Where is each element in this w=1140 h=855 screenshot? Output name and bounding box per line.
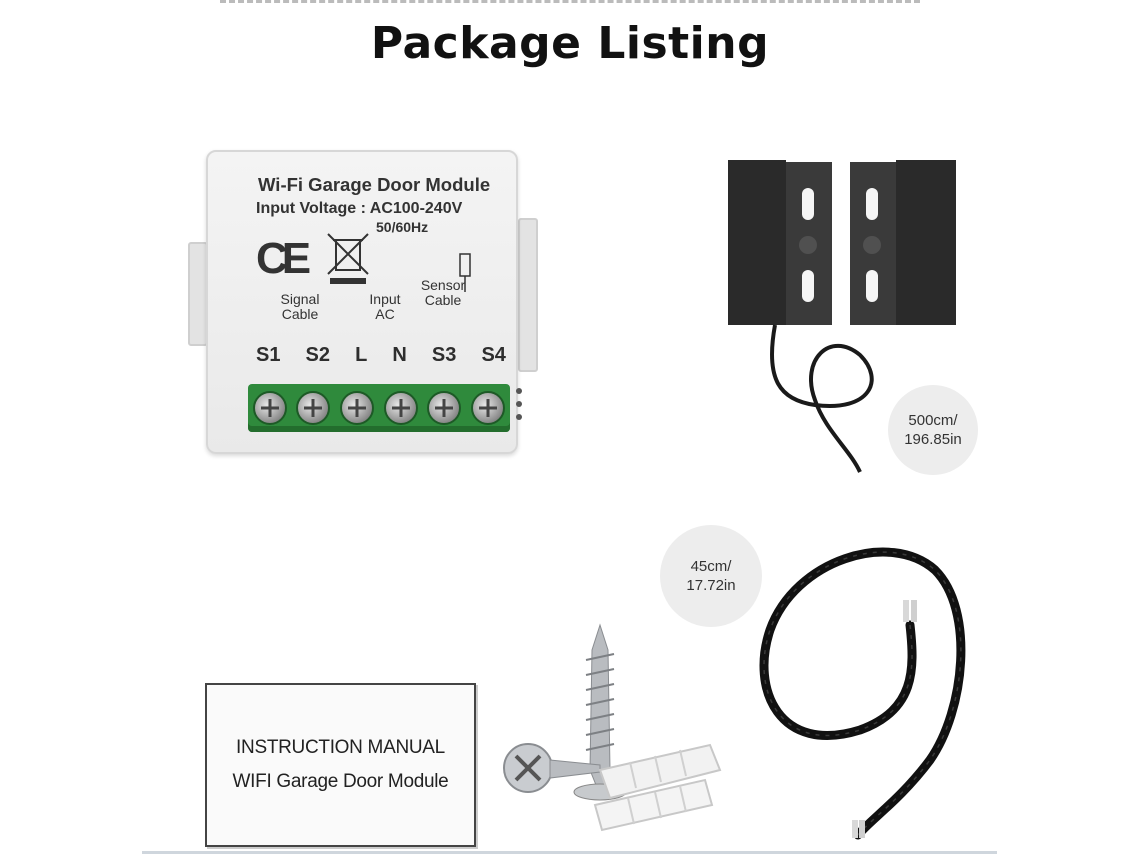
terminal-label: L bbox=[355, 344, 368, 366]
terminal-screw bbox=[340, 391, 375, 425]
reed-switch-icon bbox=[459, 253, 471, 292]
screw-icon bbox=[503, 743, 601, 793]
module-mounting-tab-right bbox=[518, 218, 538, 372]
terminal-screw bbox=[252, 391, 287, 425]
manual-title: INSTRUCTION MANUAL bbox=[236, 737, 445, 758]
label-sensor-cable: Sensor Cable bbox=[420, 277, 466, 308]
screws-and-anchors bbox=[503, 623, 722, 832]
cable-length-callout: 45cm/ 17.72in bbox=[660, 525, 762, 627]
module-name: Wi-Fi Garage Door Module bbox=[258, 174, 491, 195]
terminal-block bbox=[248, 384, 510, 432]
terminal-label: S1 bbox=[256, 344, 281, 366]
top-divider bbox=[220, 0, 920, 9]
cable-length-in: 17.72in bbox=[686, 577, 736, 594]
manual-subtitle: WIFI Garage Door Module bbox=[232, 771, 449, 792]
terminal-screw bbox=[471, 391, 506, 425]
cable-length-cm: 45cm/ bbox=[690, 558, 732, 575]
label-signal-cable: Signal Cable bbox=[280, 291, 320, 322]
sensor-length-callout: 500cm/ 196.85in bbox=[888, 385, 978, 475]
label-input-ac: Input AC bbox=[369, 291, 401, 322]
terminal-screw bbox=[383, 391, 418, 425]
sensor-length-cm: 500cm/ bbox=[908, 412, 958, 429]
bottom-divider bbox=[142, 851, 997, 854]
module-voltage: Input Voltage : AC100-240V bbox=[256, 200, 463, 217]
terminal-screw bbox=[296, 391, 331, 425]
page-title: Package Listing bbox=[370, 18, 770, 69]
sensor-length-in: 196.85in bbox=[904, 431, 962, 448]
terminal-labels: S1 S2 L N S3 S4 bbox=[256, 344, 506, 367]
terminal-label: N bbox=[392, 344, 407, 366]
terminal-label: S3 bbox=[431, 344, 457, 366]
instruction-manual: INSTRUCTION MANUAL WIFI Garage Door Modu… bbox=[205, 683, 476, 847]
terminal-screw bbox=[427, 391, 462, 425]
terminal-label: S4 bbox=[481, 344, 506, 366]
ce-mark: CE bbox=[256, 234, 311, 283]
extension-cable bbox=[759, 547, 966, 840]
wall-anchor-icon bbox=[593, 743, 722, 832]
terminal-label: S2 bbox=[305, 344, 331, 366]
module-frequency: 50/60Hz bbox=[376, 219, 429, 235]
module-body: Wi-Fi Garage Door Module Input Voltage :… bbox=[206, 150, 522, 454]
module-mounting-tab-left bbox=[188, 242, 208, 346]
magnetic-door-sensor bbox=[728, 160, 956, 473]
status-leds bbox=[516, 388, 524, 427]
weee-bin-icon bbox=[327, 233, 369, 284]
garage-door-module: Wi-Fi Garage Door Module Input Voltage :… bbox=[188, 150, 538, 455]
